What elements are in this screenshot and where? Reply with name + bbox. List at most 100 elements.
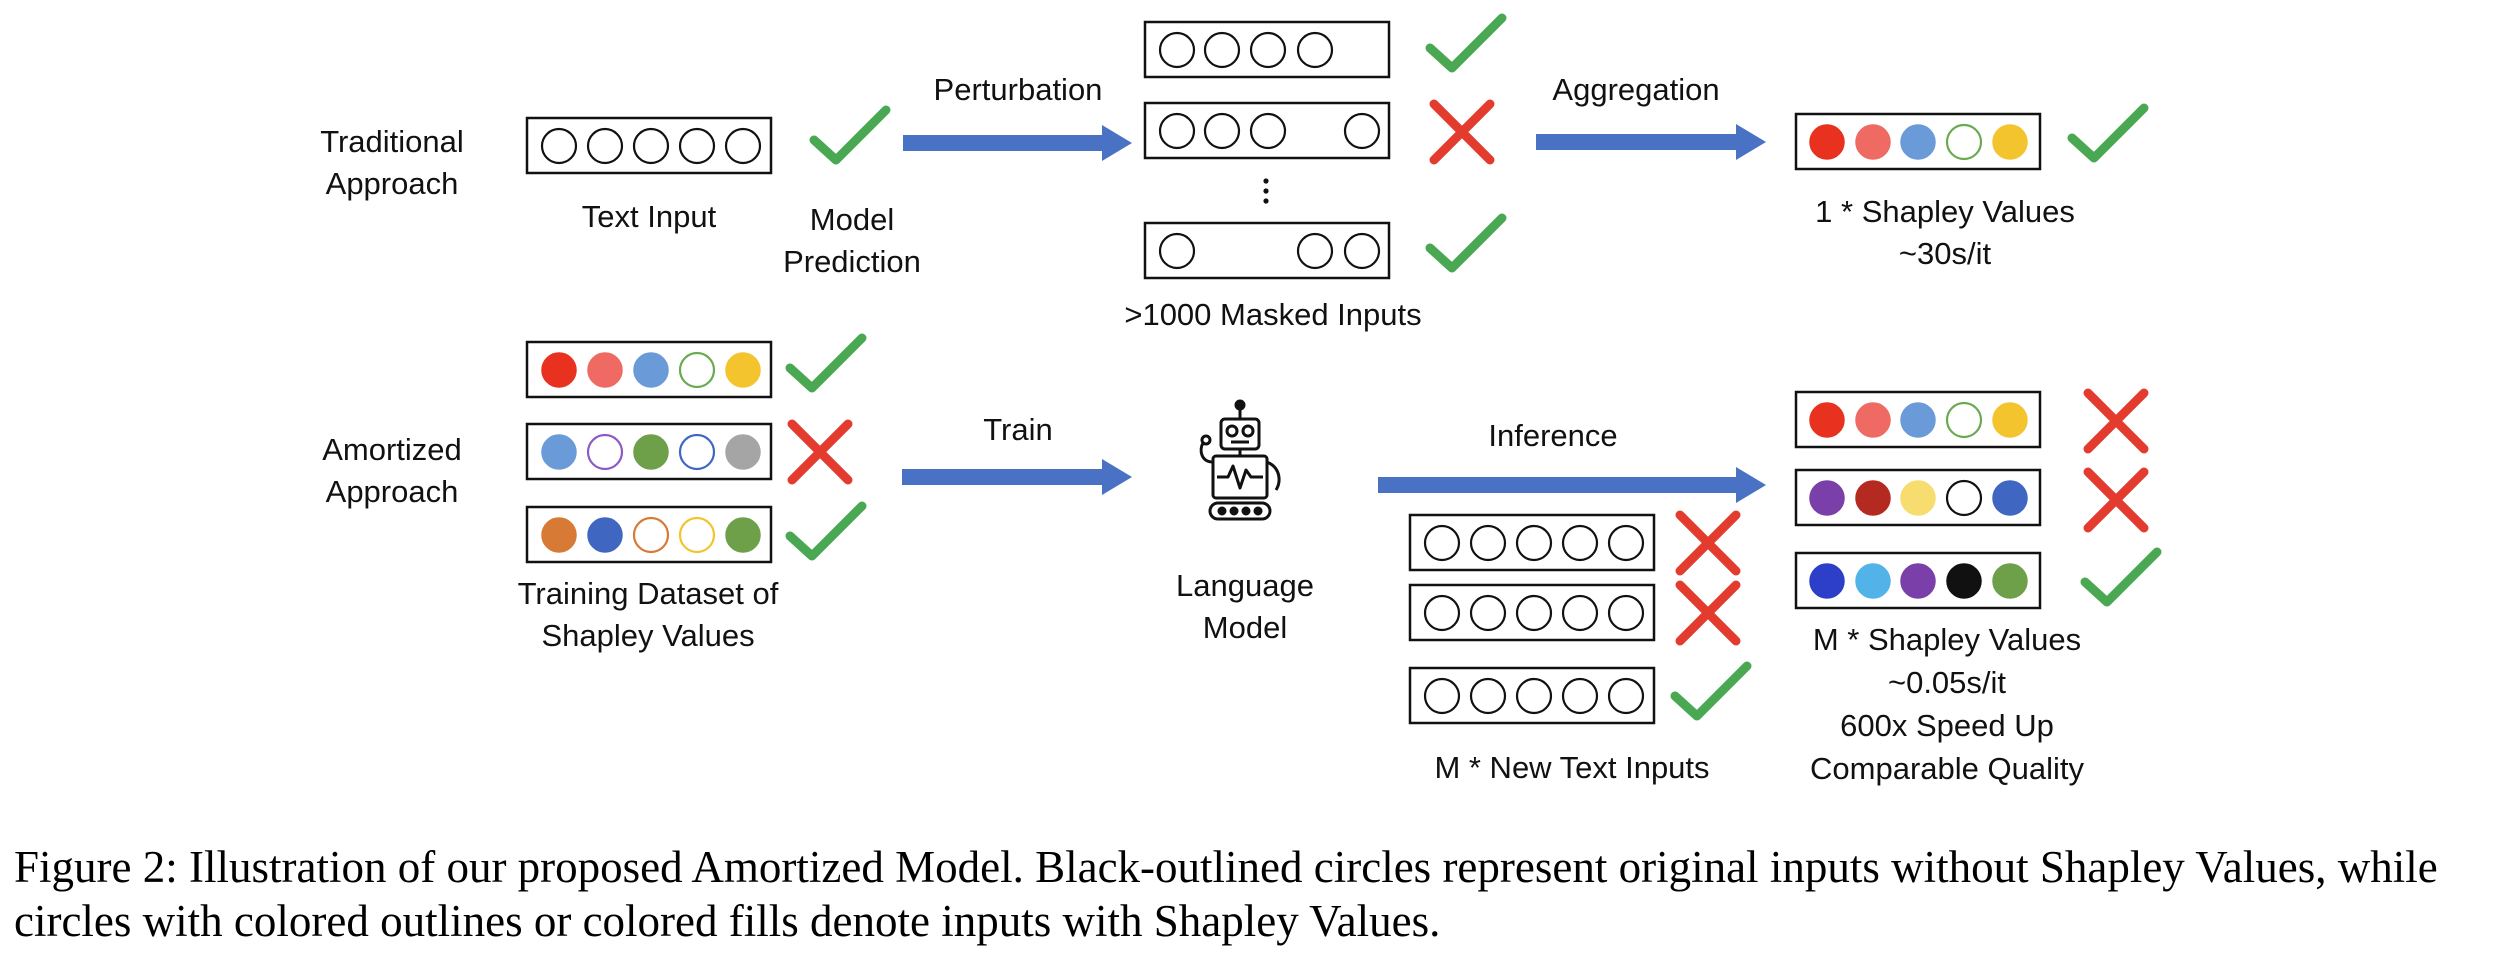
shapley-circle — [1809, 124, 1845, 160]
cross-icon — [2083, 467, 2149, 533]
token-circle — [1607, 524, 1645, 562]
token-circle — [1158, 232, 1196, 270]
check-icon — [1425, 213, 1507, 273]
inference-arrow-icon — [1378, 467, 1766, 503]
train-arrow-icon — [902, 459, 1132, 495]
token-circle — [1203, 112, 1241, 150]
token-circle — [1515, 677, 1553, 715]
token-circle — [1249, 112, 1287, 150]
token-circle — [632, 516, 670, 554]
shapley-circle — [1992, 480, 2028, 516]
shapley-circle — [1855, 124, 1891, 160]
token-circle — [1249, 31, 1287, 69]
cross-icon — [2083, 388, 2149, 454]
token-circle — [632, 127, 670, 165]
token-circle — [1296, 232, 1334, 270]
token-circle — [586, 127, 624, 165]
cross-icon — [1675, 580, 1741, 646]
shapley-circle — [725, 352, 761, 388]
shapley-circle — [1992, 402, 2028, 438]
masked-inputs-label: >1000 Masked Inputs — [1124, 297, 1421, 332]
shapley-circle — [1809, 402, 1845, 438]
aggregation-arrow-icon — [1536, 124, 1766, 160]
shapley-circle — [1900, 563, 1936, 599]
token-circle — [1945, 479, 1983, 517]
text-input-label: Text Input — [582, 199, 717, 234]
shapley-circle — [541, 434, 577, 470]
shapley-circle — [1900, 480, 1936, 516]
token-circle — [1343, 112, 1381, 150]
vertical-ellipsis-icon — [1263, 178, 1269, 204]
cross-icon — [1675, 510, 1741, 576]
shapley-circle — [1900, 124, 1936, 160]
shapley-circle — [1992, 124, 2028, 160]
token-circle — [1469, 594, 1507, 632]
shapley-circle — [725, 434, 761, 470]
shapley-circle — [633, 352, 669, 388]
token-circle — [678, 127, 716, 165]
token-circle — [678, 433, 716, 471]
cross-icon — [787, 419, 853, 485]
token-circle — [1343, 232, 1381, 270]
token-circle — [1561, 677, 1599, 715]
token-circle — [540, 127, 578, 165]
token-circle — [1158, 31, 1196, 69]
shapley-circle — [633, 434, 669, 470]
token-circle — [1423, 524, 1461, 562]
token-circle — [1945, 123, 1983, 161]
token-circle — [678, 516, 716, 554]
token-circle — [724, 127, 762, 165]
shapley-circle — [1900, 402, 1936, 438]
check-icon — [1425, 13, 1507, 73]
check-icon — [2067, 103, 2149, 163]
token-circle — [1158, 112, 1196, 150]
token-circle — [1607, 594, 1645, 632]
new-text-inputs-label: M * New Text Inputs — [1434, 750, 1709, 785]
shapley-circle — [1946, 563, 1982, 599]
inference-label: Inference — [1488, 418, 1617, 453]
shapley-circle — [1855, 480, 1891, 516]
token-circle — [1423, 594, 1461, 632]
token-circle — [1561, 524, 1599, 562]
token-circle — [1296, 31, 1334, 69]
token-circle — [1945, 401, 1983, 439]
token-circle — [678, 351, 716, 389]
token-circle — [1203, 31, 1241, 69]
cross-icon — [1429, 99, 1495, 165]
token-circle — [1469, 677, 1507, 715]
robot-icon — [1199, 399, 1281, 521]
shapley-circle — [1855, 563, 1891, 599]
train-label: Train — [983, 412, 1052, 447]
check-icon — [1670, 661, 1752, 721]
shapley-circle — [1809, 480, 1845, 516]
shapley-circle — [1855, 402, 1891, 438]
check-icon — [2080, 547, 2162, 607]
shapley-circle — [725, 517, 761, 553]
check-icon — [785, 333, 867, 393]
aggregation-label: Aggregation — [1552, 72, 1719, 107]
check-icon — [809, 105, 891, 165]
shapley-circle — [541, 517, 577, 553]
perturbation-label: Perturbation — [934, 72, 1103, 107]
check-icon — [785, 501, 867, 561]
token-circle — [1515, 594, 1553, 632]
shapley-circle — [541, 352, 577, 388]
shapley-circle — [1992, 563, 2028, 599]
perturbation-arrow-icon — [903, 125, 1132, 161]
token-circle — [586, 433, 624, 471]
shapley-circle — [1809, 563, 1845, 599]
token-circle — [1469, 524, 1507, 562]
token-circle — [1561, 594, 1599, 632]
token-circle — [1515, 524, 1553, 562]
token-circle — [1423, 677, 1461, 715]
shapley-circle — [587, 352, 623, 388]
token-circle — [1607, 677, 1645, 715]
shapley-circle — [587, 517, 623, 553]
